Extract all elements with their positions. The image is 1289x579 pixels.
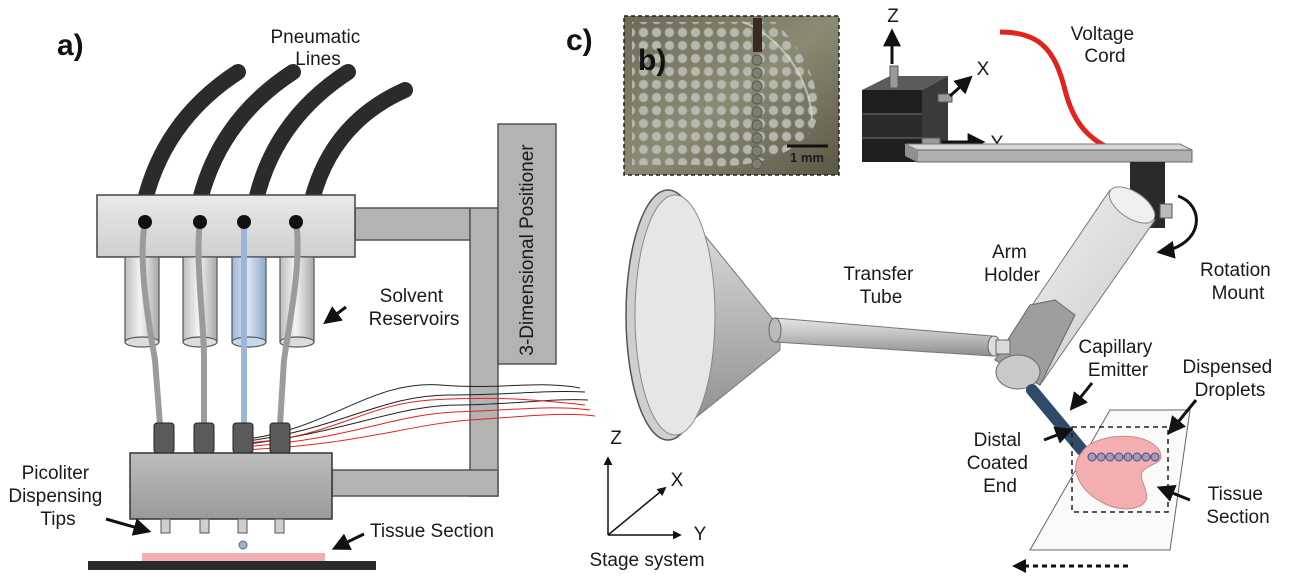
capillary-arrow (1069, 382, 1094, 411)
transfer-tube-label: Transfer Tube (843, 264, 918, 308)
panel-label-a: a) (57, 29, 84, 62)
panel-b: b) 1 mm (623, 15, 840, 176)
photo-tissue-dots (632, 22, 818, 167)
capillary-emitter-label: Capillary Emitter (1078, 337, 1157, 381)
manifold-block (96, 194, 356, 258)
photo-capillary (753, 18, 762, 52)
arm-holder (994, 186, 1156, 390)
dispensing-head (129, 452, 333, 520)
transfer-tube (768, 317, 1011, 357)
stage-y-label: Y (694, 524, 707, 545)
dispensed-droplets (1087, 452, 1160, 462)
dispensing-tips (160, 518, 285, 534)
stage-system-label: Stage system (589, 550, 704, 571)
stage-z-label: Z (610, 428, 622, 449)
transfer-cone (625, 188, 781, 442)
tips-arrow (105, 517, 152, 536)
panel-a: a) 3-Dimensional Positioner (8, 27, 596, 570)
stage-axes (603, 456, 682, 540)
slide-base (88, 561, 376, 570)
fluid-lines (139, 219, 301, 428)
positioner-frame (331, 123, 557, 497)
positioner-label: 3-Dimensional Positioner (517, 144, 538, 356)
tissue-section-a (142, 553, 325, 561)
distal-coated-end-label: Distal Coated End (967, 430, 1034, 497)
panel-label-b: b) (638, 44, 666, 77)
zoom-box (1071, 426, 1169, 513)
distal-arrow (1043, 426, 1074, 444)
pneumatic-lines-label: Pneumatic Lines (270, 27, 365, 70)
stage-motion-arrowhead (1012, 559, 1026, 573)
voltage-cord-label: Voltage Cord (1071, 24, 1140, 67)
dispensed-droplets-label: Dispensed Droplets (1182, 357, 1277, 401)
droplet (238, 540, 248, 550)
panel-label-c: c) (566, 24, 593, 57)
tissue-section-label-a: Tissue Section (370, 521, 494, 542)
x-label-top: X (977, 59, 990, 80)
capillary-emitter (1026, 384, 1088, 456)
reservoirs-arrow (323, 305, 347, 325)
tip-caps (153, 422, 291, 454)
stage-x-label: X (671, 470, 684, 491)
solvent-reservoirs-label: Solvent Reservoirs (369, 286, 460, 330)
panel-c: c) Voltage Cord Z X Y (566, 6, 1277, 573)
tissue-arrow-a (331, 532, 365, 550)
pneumatic-lines (137, 64, 413, 208)
dispensing-tips-label: Picoliter Dispensing Tips (8, 463, 107, 530)
manifold-ports (138, 215, 303, 229)
rotation-arrow (1156, 194, 1198, 259)
tissue-section-label-c: Tissue Section (1206, 484, 1269, 528)
droplets-arrow (1167, 399, 1198, 435)
support-bar (904, 143, 1193, 163)
wires (239, 384, 596, 451)
photo-frame (623, 15, 840, 176)
voltage-cord (999, 29, 1107, 149)
photo-droplet-line (751, 54, 763, 170)
arm-holder-label: Arm Holder (984, 242, 1041, 286)
x-arrow-top (948, 75, 973, 98)
scale-bar-label: 1 mm (790, 150, 824, 165)
z-label-top: Z (887, 6, 899, 27)
tissue-arrow-c (1156, 484, 1191, 502)
rotation-mount-label: Rotation Mount (1200, 260, 1276, 304)
